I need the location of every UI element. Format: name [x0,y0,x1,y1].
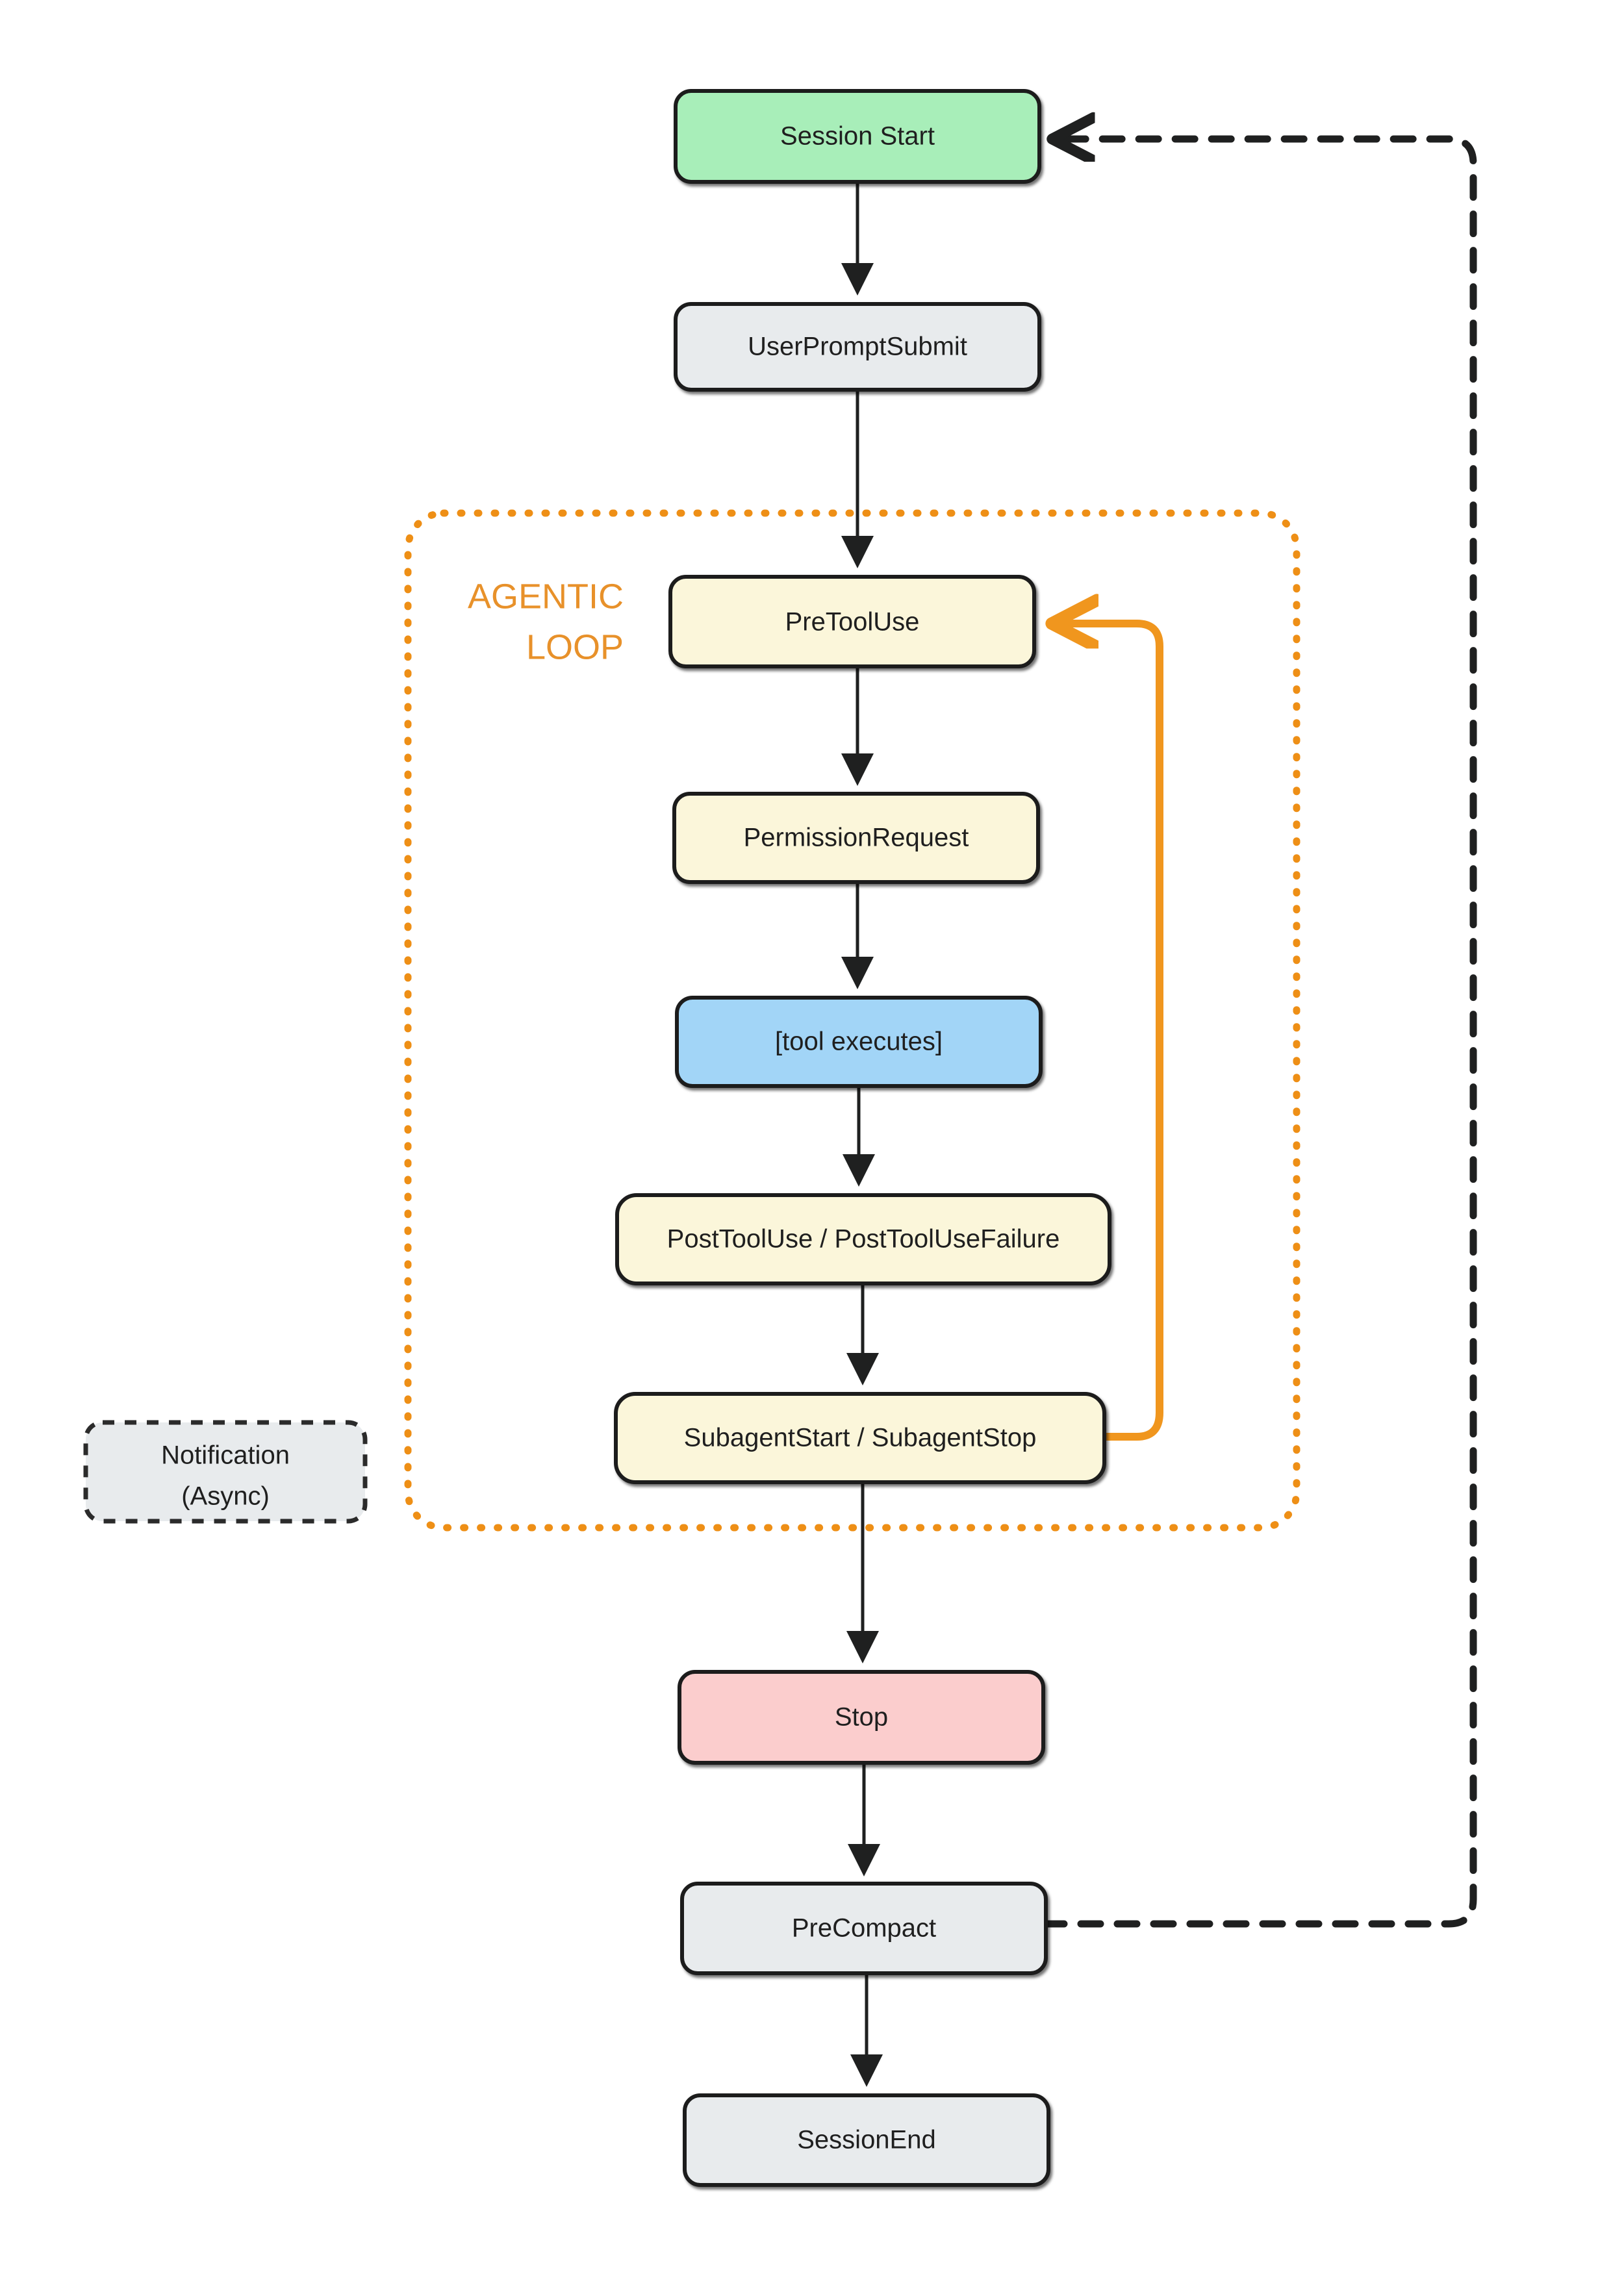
edge-subagent-loop-to-pre-tool-use [1056,624,1163,1441]
node-tool-executes-shape[interactable] [675,996,1043,1088]
node-tool-executes-label: [tool executes] [775,1028,943,1056]
node-user-prompt-submit[interactable]: UserPromptSubmit [674,302,1041,392]
node-permission-request-shape[interactable] [672,792,1040,884]
node-subagent-shape[interactable] [614,1392,1106,1484]
agentic-loop-label-line2: LOOP [526,627,624,666]
node-session-end-label: SessionEnd [797,2126,935,2154]
agentic-loop-cluster: AGENTIC LOOP [404,509,1300,1532]
node-notification-label-line2: (Async) [181,1482,270,1511]
node-subagent-label: SubagentStart / SubagentStop [684,1424,1037,1452]
node-session-start[interactable]: Session Start [674,89,1041,184]
node-notification[interactable]: Notification (Async) [83,1420,368,1524]
node-subagent[interactable]: SubagentStart / SubagentStop [614,1392,1106,1484]
node-stop-shape[interactable] [678,1670,1045,1765]
node-tool-executes[interactable]: [tool executes] [675,996,1043,1088]
node-post-tool-use-label: PostToolUse / PostToolUseFailure [667,1225,1060,1254]
node-session-end[interactable]: SessionEnd [683,2093,1050,2187]
node-user-prompt-submit-shape[interactable] [674,302,1041,392]
node-pre-compact-label: PreCompact [792,1914,936,1943]
node-session-start-label: Session Start [780,122,935,151]
node-permission-request[interactable]: PermissionRequest [672,792,1040,884]
node-post-tool-use[interactable]: PostToolUse / PostToolUseFailure [615,1193,1111,1285]
node-stop[interactable]: Stop [678,1670,1045,1765]
node-session-start-shape[interactable] [674,89,1041,184]
edge-pre-compact-to-session-start [1041,139,1477,1928]
node-notification-label-line1: Notification [161,1441,290,1470]
nodes-layer: Session Start UserPromptSubmit PreToolUs… [83,89,1111,2187]
node-pre-tool-use-label: PreToolUse [785,608,920,637]
node-notification-shape[interactable] [83,1420,368,1524]
node-pre-tool-use[interactable]: PreToolUse [668,575,1036,668]
node-session-end-shape[interactable] [683,2093,1050,2187]
agentic-loop-label-line1: AGENTIC [468,577,624,616]
node-permission-request-label: PermissionRequest [744,824,969,852]
node-pre-compact[interactable]: PreCompact [680,1882,1048,1975]
node-post-tool-use-shape[interactable] [615,1193,1111,1285]
node-stop-label: Stop [835,1703,888,1732]
node-pre-compact-shape[interactable] [680,1882,1048,1975]
agentic-loop-border [404,509,1300,1532]
node-user-prompt-submit-label: UserPromptSubmit [748,333,967,361]
edges-layer [841,139,1477,2087]
node-pre-tool-use-shape[interactable] [668,575,1036,668]
